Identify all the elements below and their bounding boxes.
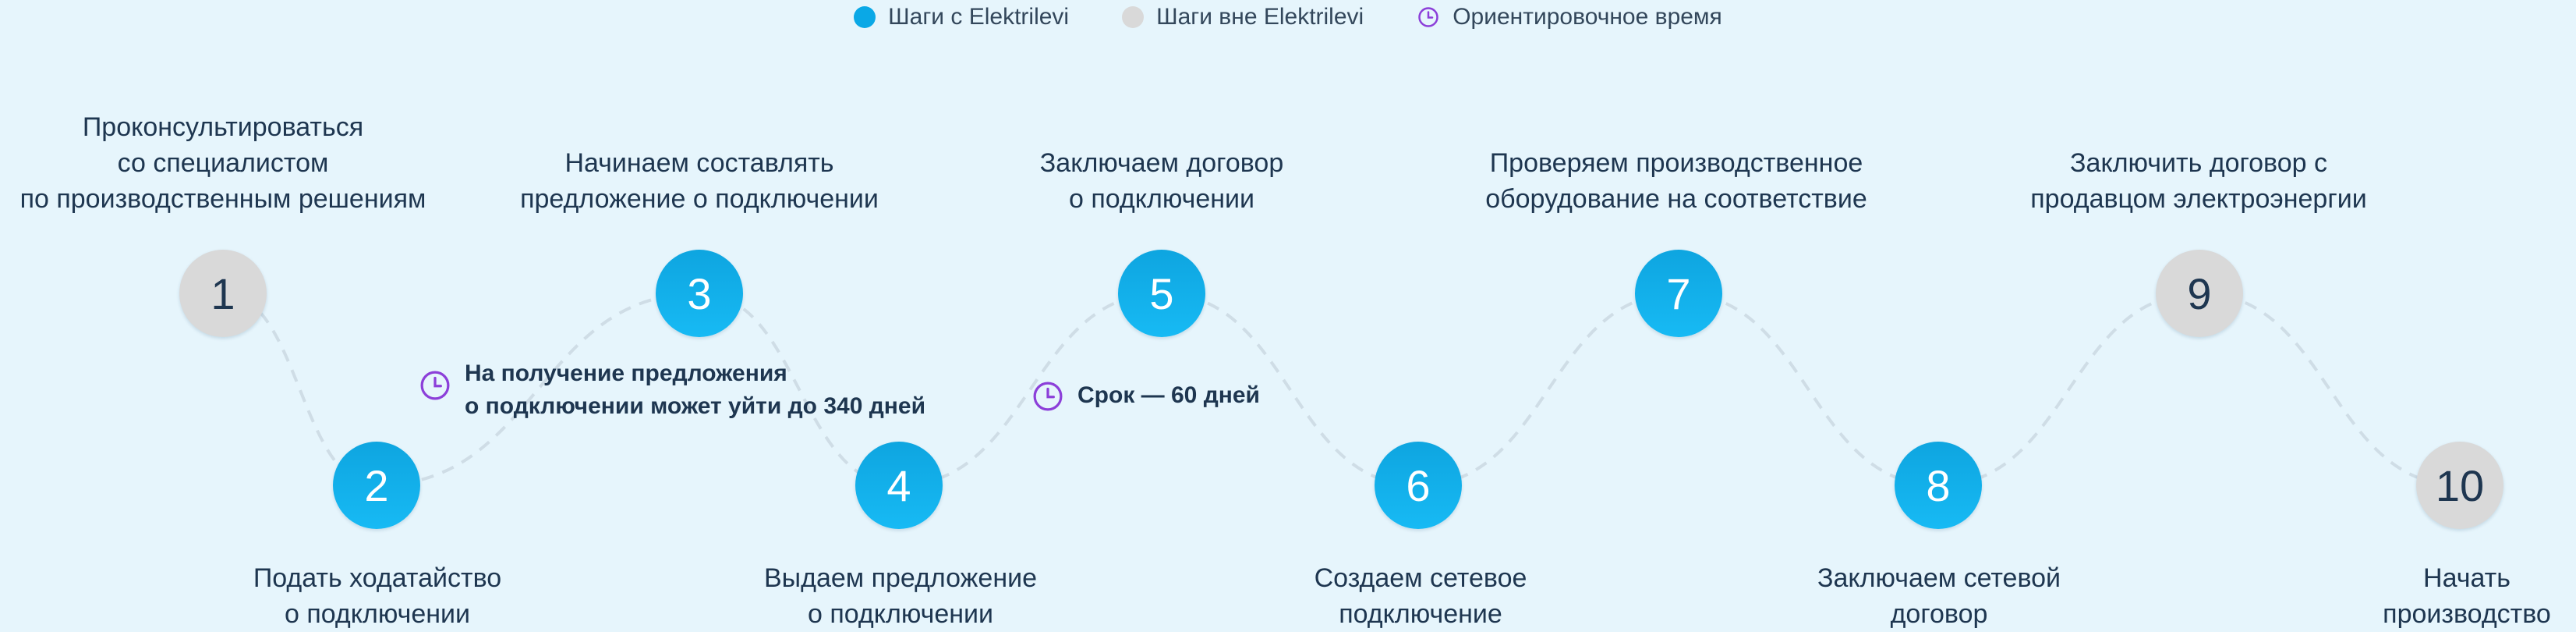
step-10-label: Начать производство xyxy=(2383,563,2551,629)
legend-item-elektrilevi-steps: Шаги с Elektrilevi xyxy=(854,4,1069,30)
time-note-contract: Срок — 60 дней xyxy=(1031,379,1260,414)
step-3-circle[interactable]: 3 xyxy=(656,250,743,337)
step-2-circle[interactable]: 2 xyxy=(333,442,420,529)
step-4-circle[interactable]: 4 xyxy=(855,442,943,529)
clock-icon xyxy=(420,371,450,400)
grey-dot-icon xyxy=(1122,6,1145,28)
blue-dot-icon xyxy=(854,6,876,28)
clock-icon xyxy=(1033,382,1063,411)
step-4-label: Выдаем предложение о подключении xyxy=(764,563,1037,629)
step-1-circle[interactable]: 1 xyxy=(179,250,267,337)
step-1-label: Проконсультироваться со специалистом по … xyxy=(19,112,426,214)
step-9-circle[interactable]: 9 xyxy=(2156,250,2243,337)
step-7-circle[interactable]: 7 xyxy=(1635,250,1722,337)
time-note-offer: На получение предложения о подключении м… xyxy=(418,357,925,423)
step-6-circle[interactable]: 6 xyxy=(1375,442,1462,529)
step-5-label: Заключаем договор о подключении xyxy=(1039,148,1284,214)
step-6-label: Создаем сетевое подключение xyxy=(1314,563,1527,629)
step-5-circle[interactable]: 5 xyxy=(1118,250,1205,337)
legend-item-external-steps: Шаги вне Elektrilevi xyxy=(1122,4,1364,30)
clock-icon xyxy=(1418,7,1438,27)
step-8-circle[interactable]: 8 xyxy=(1895,442,1982,529)
legend-label: Шаги с Elektrilevi xyxy=(888,4,1070,30)
step-2-label: Подать ходатайство о подключении xyxy=(253,563,502,629)
time-note-text: Срок — 60 дней xyxy=(1077,382,1260,408)
step-7-label: Проверяем производственное оборудование … xyxy=(1485,148,1867,214)
legend-item-estimated-time: Ориентировочное время xyxy=(1417,4,1722,30)
step-9-label: Заключить договор с продавцом электроэне… xyxy=(2030,148,2367,214)
legend: Шаги с Elektrilevi Шаги вне Elektrilevi … xyxy=(0,2,2576,33)
step-8-label: Заключаем сетевой договор xyxy=(1817,563,2061,629)
legend-label: Шаги вне Elektrilevi xyxy=(1156,4,1364,30)
step-3-label: Начинаем составлять предложение о подклю… xyxy=(520,148,879,214)
time-note-text: На получение предложения о подключении м… xyxy=(465,360,926,419)
step-10-circle[interactable]: 10 xyxy=(2416,442,2503,529)
legend-label: Ориентировочное время xyxy=(1453,4,1722,30)
